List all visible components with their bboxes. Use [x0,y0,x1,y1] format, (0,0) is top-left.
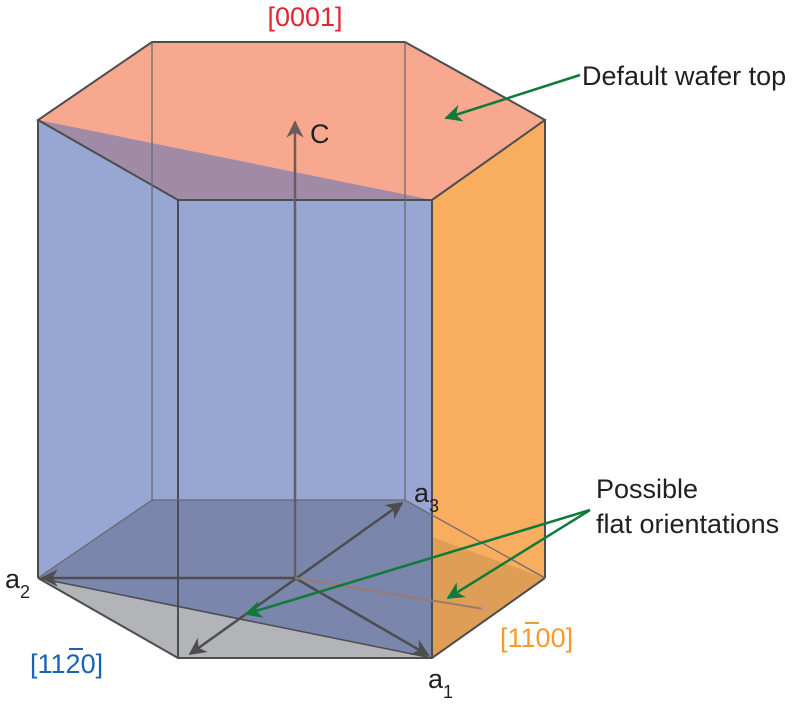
a1-label: a1 [428,664,453,702]
direction-1120-label: [1120] [30,649,103,679]
possible-flat-label-2: flat orientations [596,509,779,539]
top-direction-label: [0001] [267,2,342,32]
a2-label: a2 [5,564,30,602]
callout-arrows [244,73,591,618]
possible-flat-label-1: Possible [596,474,698,504]
orange-bottom-shade [432,537,545,658]
a3-label: a3 [414,478,439,516]
direction-1100-label: [1100] [500,623,573,653]
default-wafer-top-label: Default wafer top [582,61,786,91]
1-100-direction-arrow [294,577,492,615]
orange-side-face [432,120,545,658]
hexagon-edges [36,41,547,659]
blue-plane-top-overlap [38,120,432,200]
c-axis-label: C [310,119,330,149]
